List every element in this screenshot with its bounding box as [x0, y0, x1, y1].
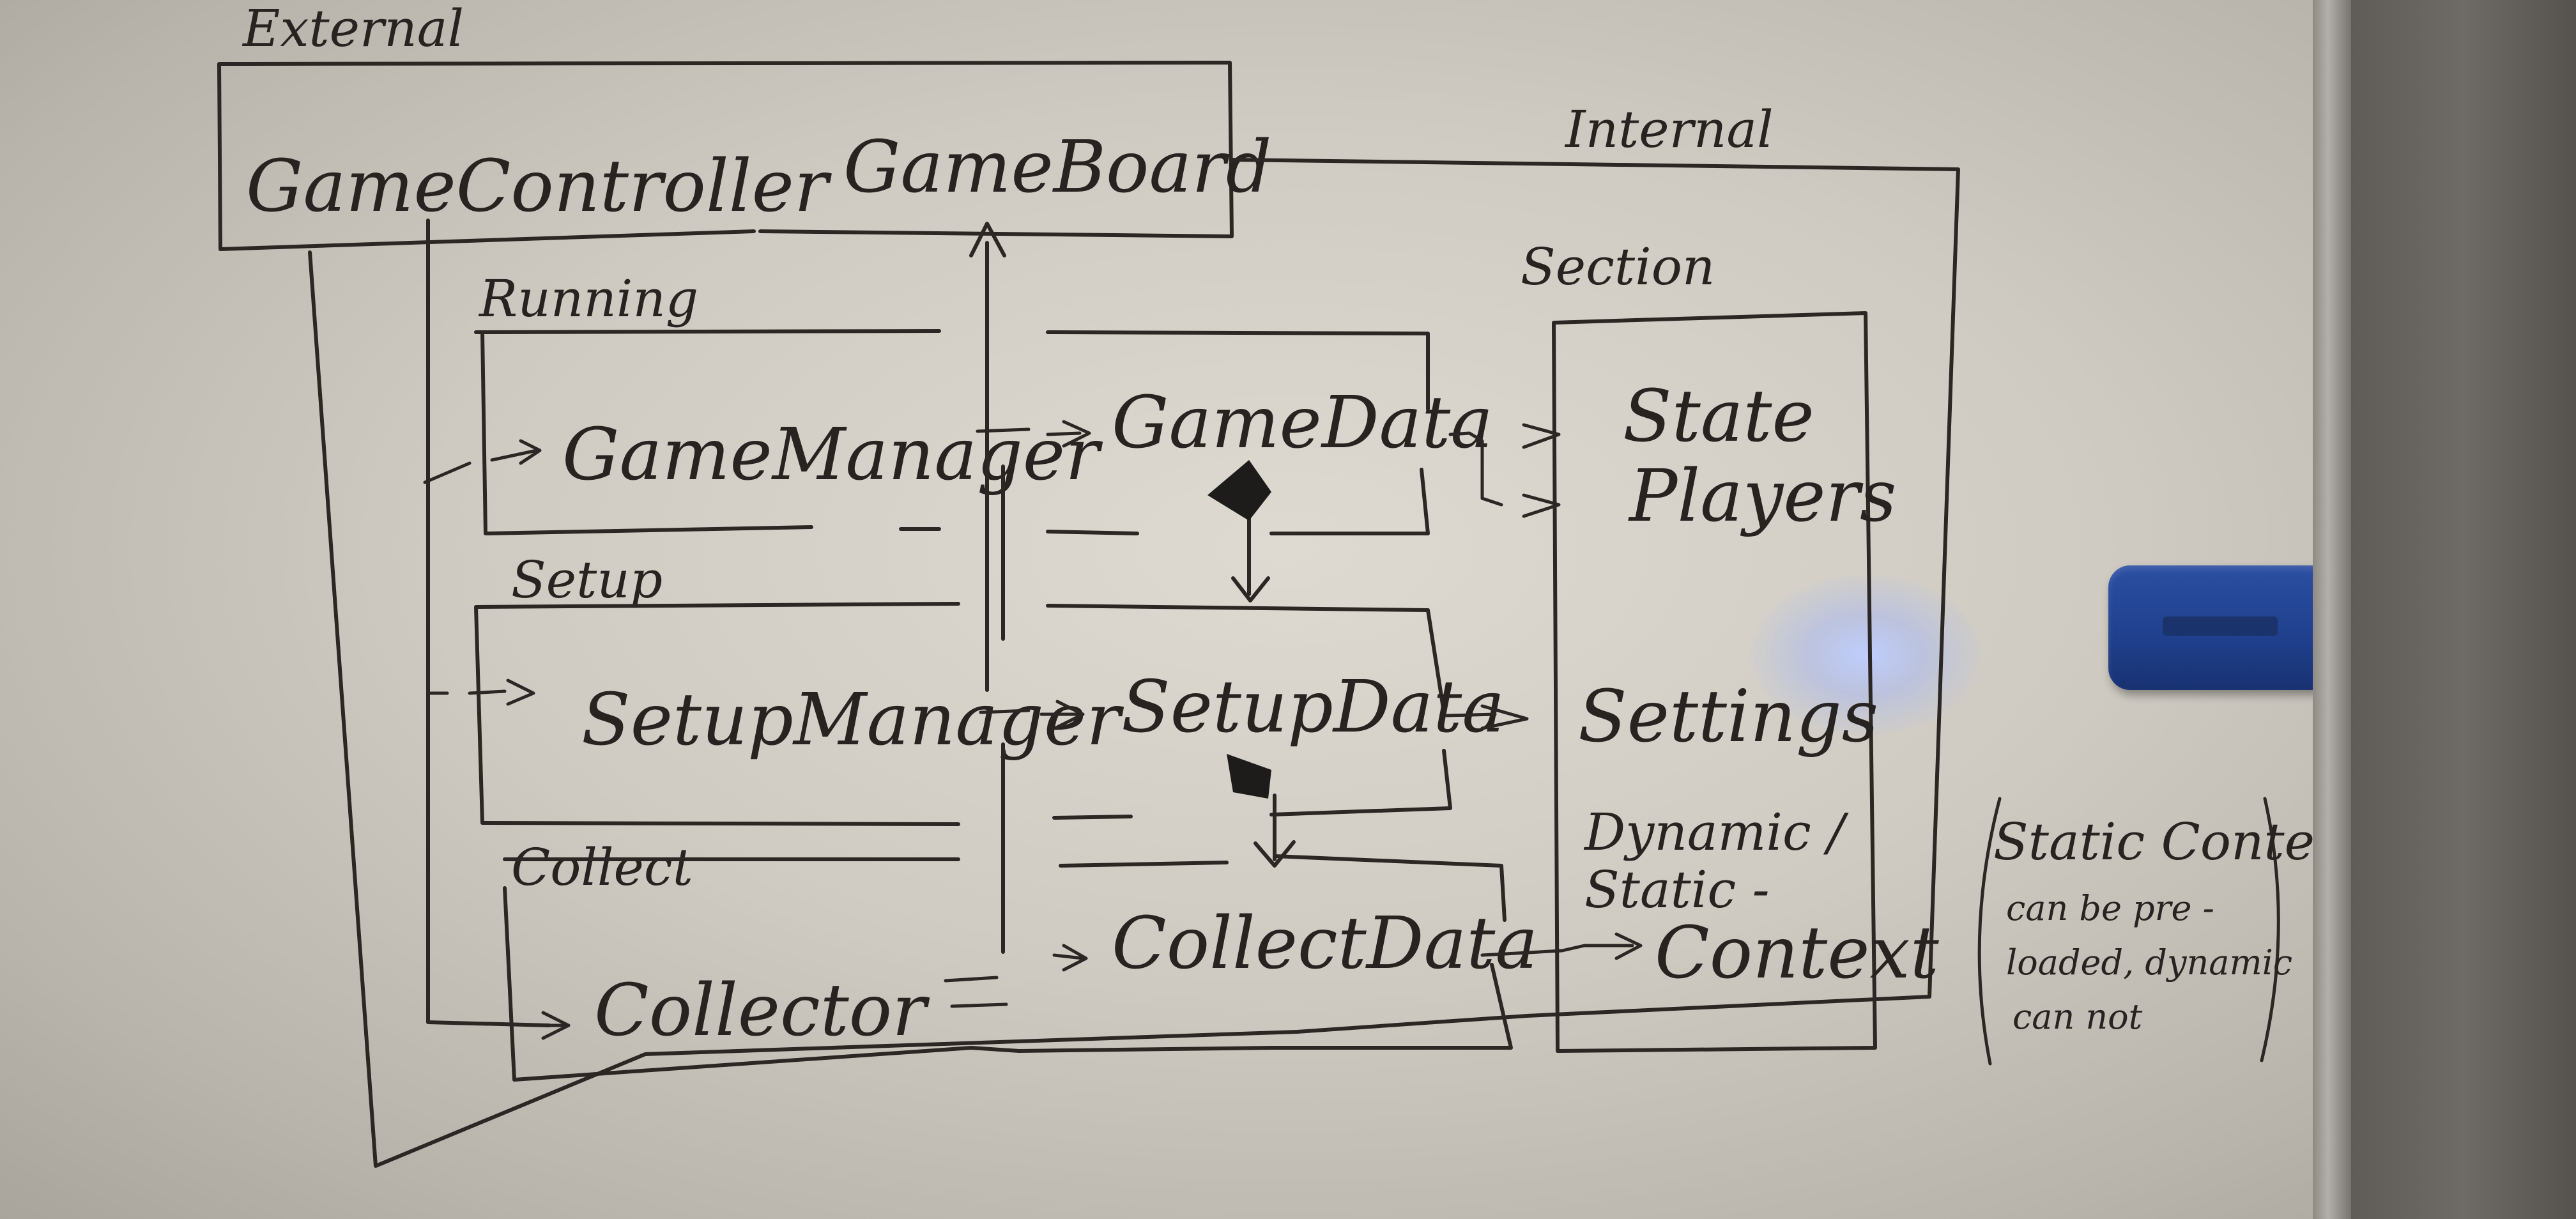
- setup-manager-label: SetupManager: [581, 678, 1124, 762]
- running-label: Running: [478, 269, 698, 328]
- note-right-paren: [2260, 797, 2280, 1062]
- note-line2: can be pre -: [2006, 888, 2214, 928]
- wall: [2351, 0, 2576, 1219]
- note-left-paren: [1977, 797, 2002, 1066]
- collect-group: Collect Collector CollectData: [503, 838, 1538, 1082]
- setup-box: [474, 602, 1452, 826]
- internal-group: Internal: [308, 100, 1960, 1168]
- game-data-label: GameData: [1112, 381, 1493, 464]
- external-group: External GameController GameBoard: [217, 0, 1271, 251]
- external-label: External: [241, 0, 464, 58]
- settings-label: Settings: [1578, 675, 1878, 758]
- arrow-collector-collectdata: [944, 944, 1088, 1008]
- arrows: [423, 218, 1643, 1040]
- arrow-controller-setupmanager: [426, 678, 535, 706]
- setup-label: Setup: [511, 550, 663, 610]
- setup-group: Setup SetupManager SetupData: [474, 550, 1505, 826]
- eraser-label: [2163, 617, 2278, 636]
- arrows-gamedata-state-players: [1448, 423, 1561, 518]
- arrow-setupdata-settings: [1445, 704, 1529, 730]
- running-box: [474, 329, 1430, 535]
- context-line1-label: Dynamic /: [1583, 802, 1849, 862]
- note-line4: can not: [2012, 997, 2143, 1037]
- arrow-setupmanager-setupdata: [979, 700, 1085, 729]
- internal-label: Internal: [1564, 100, 1774, 159]
- players-label: Players: [1628, 455, 1897, 538]
- context-line3-label: Context: [1655, 912, 1940, 995]
- arrow-collectdata-context: [1480, 932, 1643, 960]
- composition-diamond-2: [1227, 754, 1271, 799]
- arrow-controller-gamemanager: [423, 439, 542, 484]
- context-line2-label: Static -: [1584, 860, 1770, 919]
- composition-diamond-1: [1208, 460, 1271, 521]
- side-note: Static Context can be pre - loaded, dyna…: [1977, 797, 2338, 1066]
- state-label: State: [1623, 375, 1814, 458]
- arrow-gamedata-setupdata: [1231, 509, 1270, 602]
- section-group: Section State Players Settings Dynamic /…: [1521, 237, 1940, 1053]
- game-manager-label: GameManager: [562, 413, 1103, 496]
- arrow-controller-collector: [541, 1011, 571, 1040]
- whiteboard-frame: [2313, 0, 2351, 1219]
- arrow-to-gameboard: [969, 222, 1006, 257]
- collect-data-label: CollectData: [1112, 902, 1538, 985]
- game-controller-label: GameController: [246, 145, 832, 228]
- arrow-setupdata-collectdata: [1254, 793, 1296, 868]
- note-line3: loaded, dynamic: [2006, 942, 2292, 983]
- collect-label: Collect: [511, 838, 694, 897]
- controller-line: [426, 218, 551, 1027]
- architecture-diagram: External GameController GameBoard Intern…: [217, 0, 2338, 1168]
- section-label: Section: [1521, 237, 1715, 296]
- game-board-label: GameBoard: [843, 126, 1271, 209]
- note-line1: Static Context: [1993, 812, 2338, 871]
- external-box: [217, 61, 1234, 251]
- setup-data-label: SetupData: [1121, 666, 1505, 749]
- internal-box: [308, 158, 1960, 1168]
- arrow-gamemanager-gamedata: [976, 420, 1091, 448]
- whiteboard-eraser: [2108, 565, 2332, 690]
- running-group: Running GameManager GameData: [474, 269, 1493, 535]
- section-box: [1552, 311, 1877, 1053]
- collector-label: Collector: [594, 969, 930, 1052]
- whiteboard: External GameController GameBoard Intern…: [0, 0, 2338, 1219]
- collect-box: [503, 854, 1513, 1082]
